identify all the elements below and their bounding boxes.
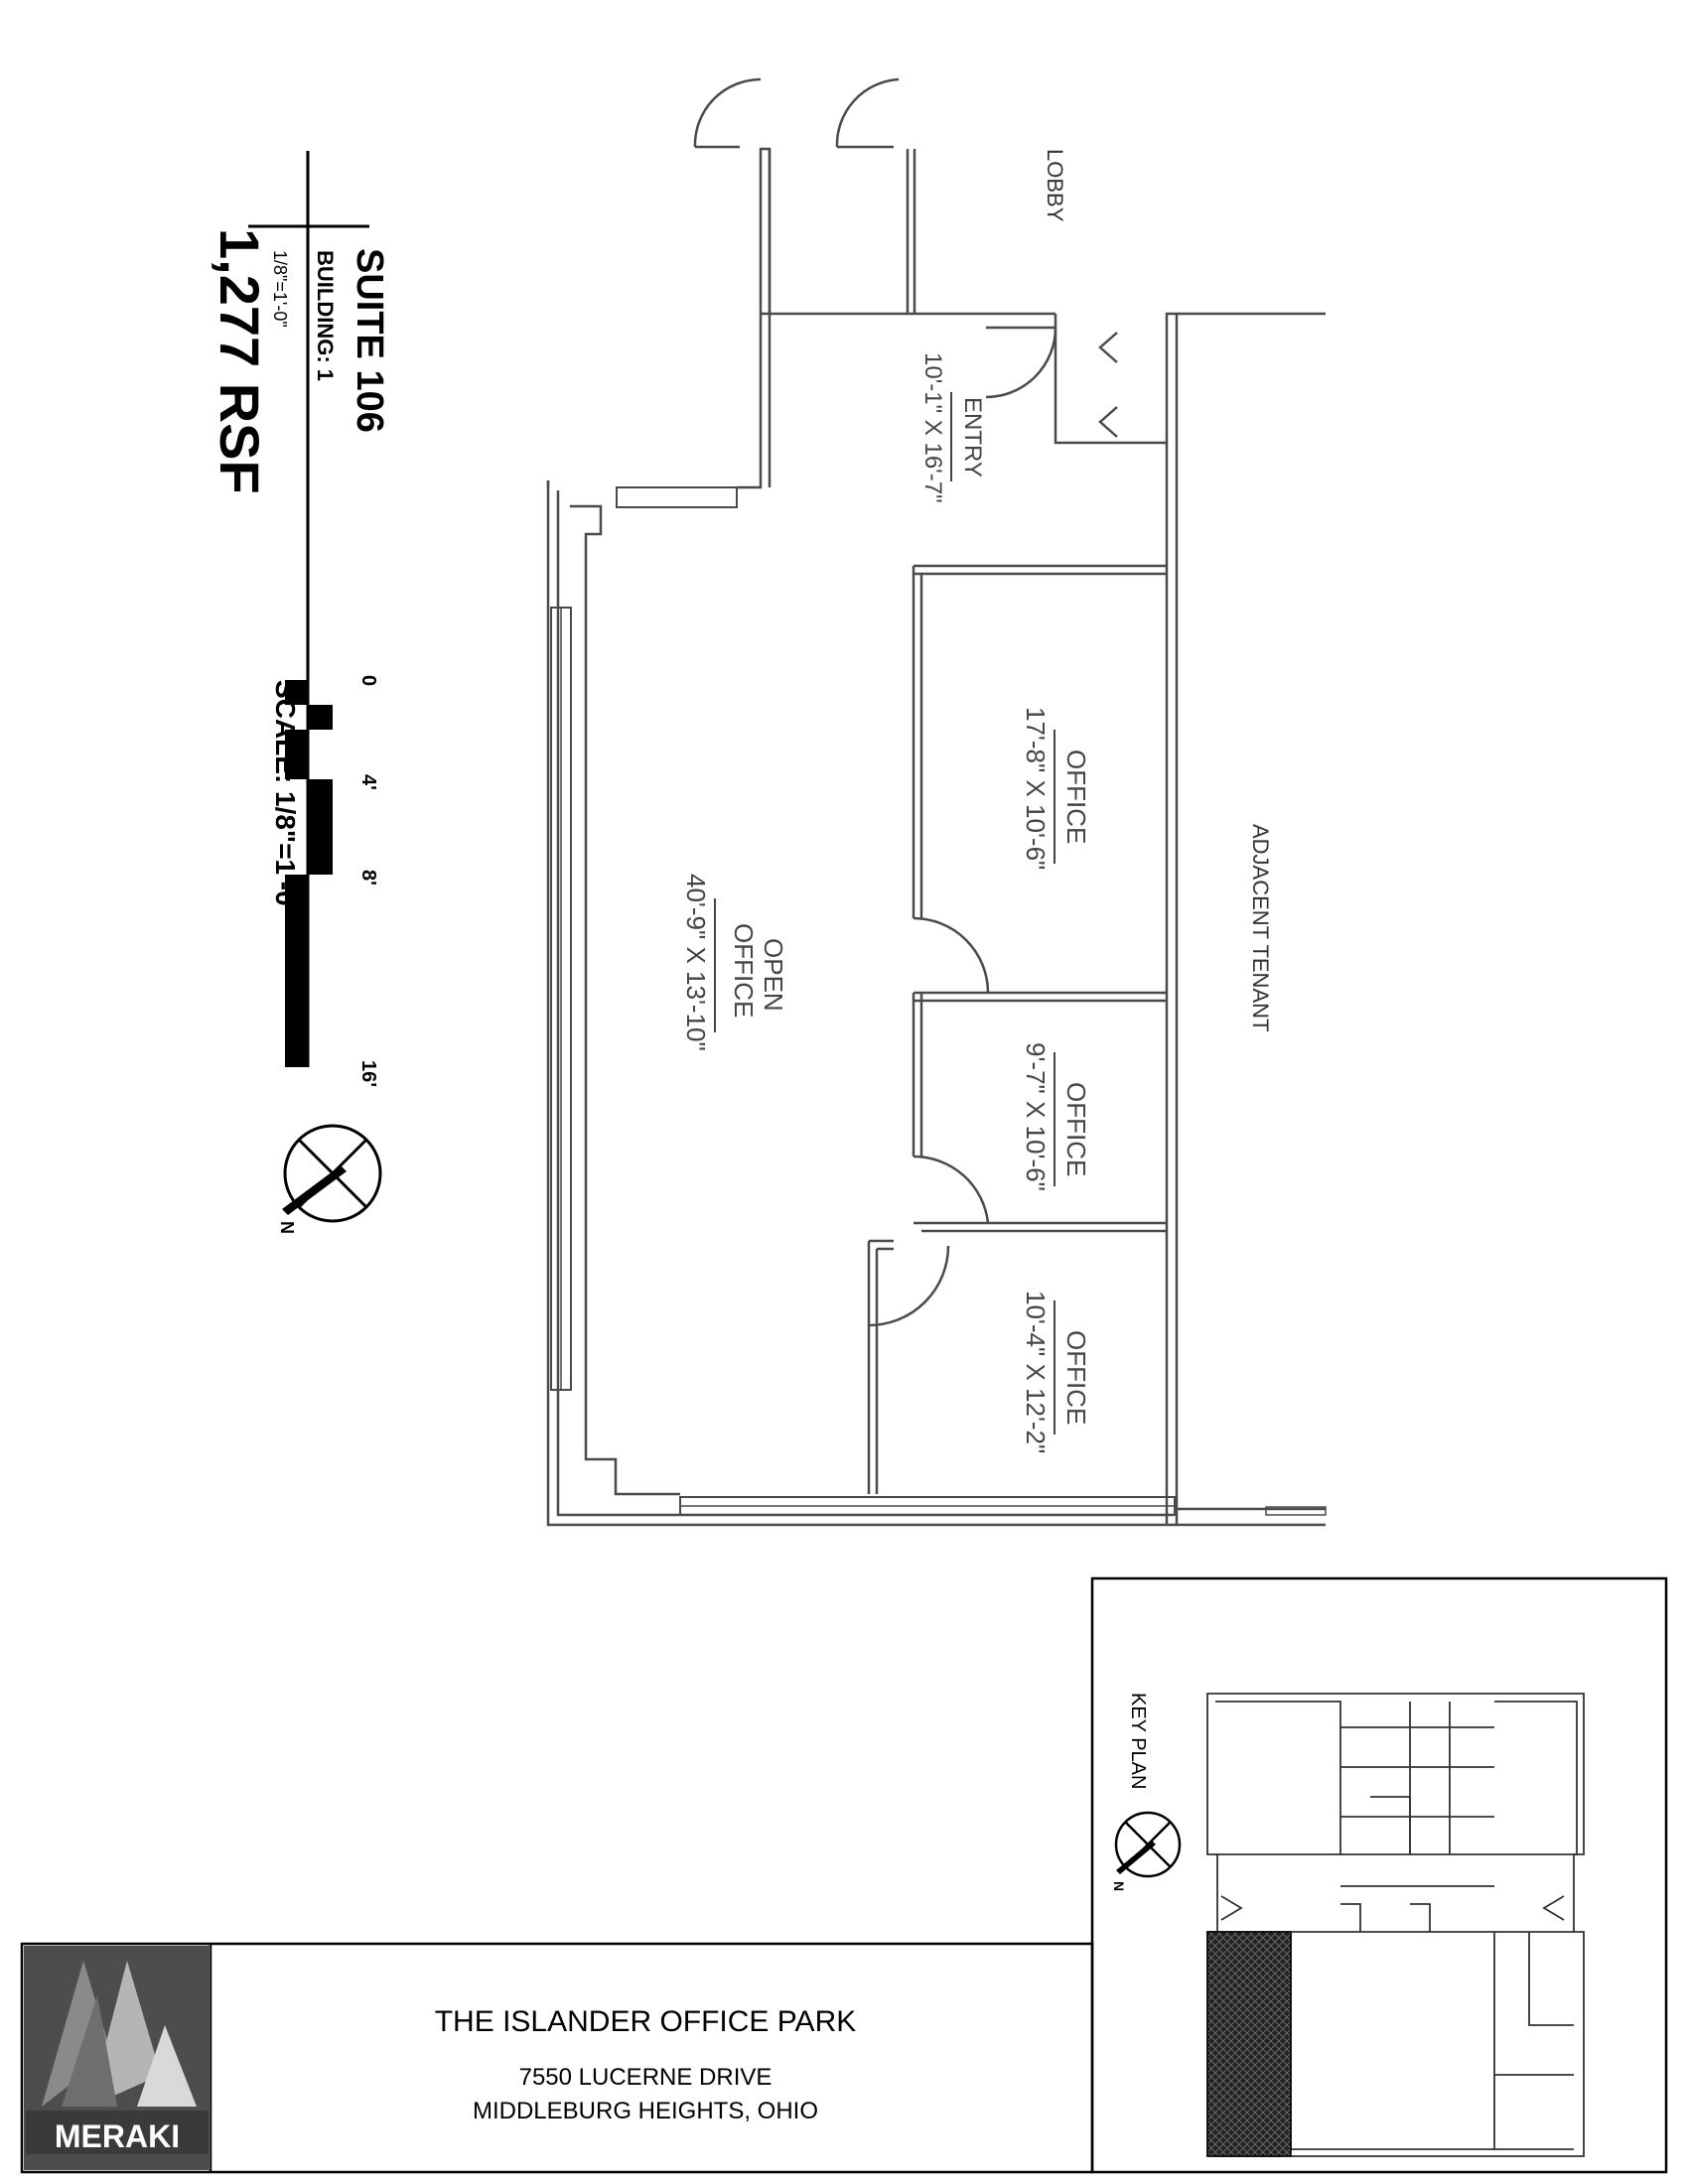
office-2-door-swing [913, 1155, 990, 1224]
window-south-extension [1265, 1506, 1327, 1516]
entry-dims: 10'-1" X 16'-7" [919, 352, 946, 503]
lobby-label: LOBBY [1043, 149, 1067, 222]
office-1-dims: 17'-8" X 10'-6" [1021, 707, 1051, 870]
scale-bar: 0 4' 8' 16' SCALE: 1/8"=1'-0" [270, 675, 379, 1087]
key-plan-label: KEY PLAN [1127, 1693, 1149, 1789]
corridor-wall-west [546, 147, 772, 489]
closet-doors [1098, 332, 1118, 438]
office-2-3-divider [914, 1221, 1167, 1233]
lobby-door-2-swing [835, 77, 900, 148]
open-office-dims: 40'-9" X 13'-10" [681, 874, 711, 1051]
office-2-label: OFFICE [1061, 1082, 1091, 1176]
office-2-dims: 9'-7" X 10'-6" [1021, 1042, 1051, 1191]
suite-area: 1,277 RSF [209, 228, 271, 494]
north-letter: N [277, 1221, 297, 1234]
office-3-stub [869, 1239, 894, 1251]
office-3-door-swing [868, 1245, 950, 1327]
doors [693, 77, 1118, 1327]
office-1-door-swing [913, 916, 990, 994]
suite-name: SUITE 106 [349, 248, 390, 433]
key-plan-frame [1090, 1576, 1668, 2174]
north-arrow-icon: N [277, 1124, 382, 1234]
scale-tick-8: 8' [357, 870, 379, 886]
scale-segment [309, 779, 333, 875]
address-line-1: 7550 LUCERNE DRIVE [519, 2064, 773, 2091]
office-1-2-divider [914, 991, 1167, 1003]
logo-text: MERAKI [55, 2118, 180, 2154]
office-3-label: OFFICE [1061, 1330, 1091, 1425]
title-block: MERAKI THE ISLANDER OFFICE PARK 7550 LUC… [20, 1942, 1094, 2174]
scale-tick-0: 0 [357, 675, 379, 686]
key-plan-highlighted-suite [1206, 1931, 1292, 2157]
scale-tick-4: 4' [357, 774, 379, 790]
lobby-door-1-swing [693, 77, 762, 148]
exterior-wall-outer [546, 480, 1184, 1527]
building-label: BUILDING: 1 [313, 250, 338, 381]
office-3-dims: 10'-4" X 12'-2" [1021, 1291, 1051, 1453]
office-1-west-wall [912, 566, 923, 918]
lobby-partition [906, 149, 916, 314]
open-office-label-1: OPEN [759, 938, 788, 1012]
window-north [616, 486, 738, 508]
room-labels: LOBBY ENTRY 10'-1" X 16'-7" OFFICE 17'-8… [681, 149, 1273, 1453]
header-scale-note: 1/8"=1'-0" [270, 250, 290, 328]
title-block-frame [20, 1942, 1094, 2174]
office-3-west-wall [867, 1241, 879, 1494]
floor-plan-walls [546, 147, 1327, 1527]
office-2-west-wall [912, 993, 923, 1157]
entry-label: ENTRY [959, 397, 986, 478]
scale-label: SCALE: 1/8"=1'-0" [270, 680, 301, 919]
exterior-wall-step [570, 504, 680, 1496]
scale-segment [285, 730, 309, 779]
scale-tick-16: 16' [357, 1060, 379, 1087]
scale-segment [309, 705, 333, 730]
property-name: THE ISLANDER OFFICE PARK [435, 2005, 857, 2038]
entry-door-swing [985, 327, 1057, 399]
key-plan-north-icon: N [1111, 1811, 1182, 1891]
scale-segment [285, 680, 309, 705]
adjacent-tenant-label: ADJACENT TENANT [1248, 824, 1273, 1031]
suite-header: SUITE 106 BUILDING: 1 1/8"=1'-0" 1,277 R… [209, 151, 390, 1067]
scale-segment [285, 875, 309, 1067]
office-1-label: OFFICE [1061, 750, 1091, 844]
key-plan: KEY PLAN N [1090, 1576, 1668, 2174]
south-wall-extension [1177, 1507, 1326, 1527]
meraki-logo: MERAKI [24, 1946, 211, 2170]
address-line-2: MIDDLEBURG HEIGHTS, OHIO [473, 2098, 818, 2124]
office-row-top [914, 564, 1167, 576]
closet-walls [1054, 312, 1326, 445]
open-office-label-2: OFFICE [729, 923, 759, 1018]
key-plan-north-letter: N [1111, 1881, 1127, 1891]
